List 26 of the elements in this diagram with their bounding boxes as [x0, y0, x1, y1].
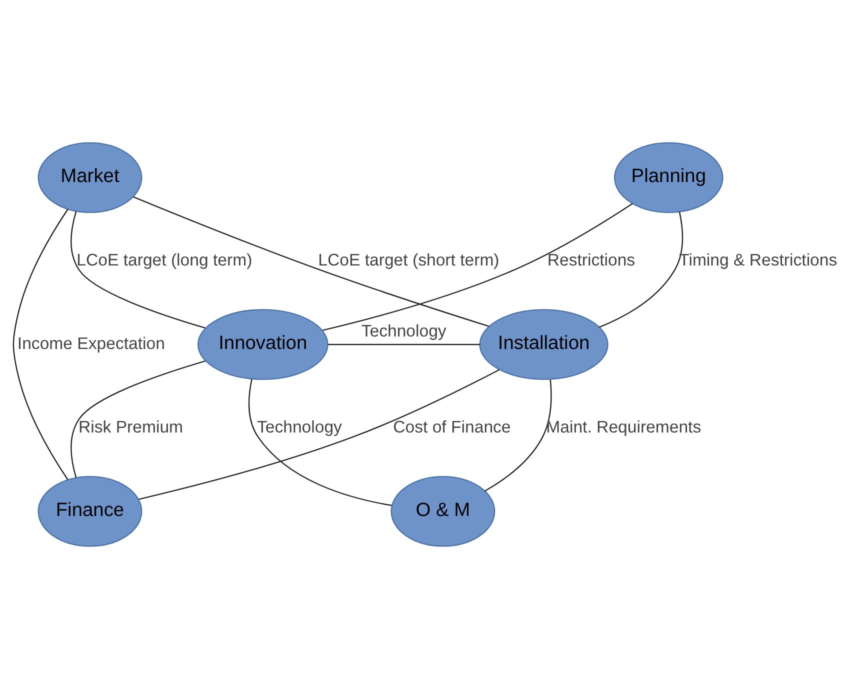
node-ellipse: Innovation [197, 309, 328, 380]
edge-label: Cost of Finance [393, 417, 511, 436]
connector [133, 196, 490, 327]
node-ellipse: Planning [614, 142, 724, 214]
connector [322, 203, 633, 331]
connector [138, 369, 500, 500]
edge-label: Timing & Restrictions [679, 250, 838, 270]
edge-label: Technology [256, 417, 342, 436]
edge-label: LCoE target (long term) [76, 250, 252, 270]
node-ellipse: Finance [38, 476, 142, 547]
node-ellipse: O & M [390, 476, 496, 547]
connector [328, 344, 480, 346]
connector [70, 360, 206, 478]
edge-label: Restrictions [547, 250, 636, 270]
connector [599, 212, 684, 328]
edge-label: Income Expectation [17, 334, 165, 353]
node-ellipse: Installation [479, 309, 608, 380]
connector [12, 208, 68, 480]
edge-label: Technology [361, 321, 446, 340]
edge-label: Maint. Requirements [546, 417, 702, 436]
connector [248, 379, 392, 506]
connector [484, 379, 552, 492]
edge-label: Risk Premium [78, 417, 184, 436]
node-ellipse: Market [38, 142, 142, 214]
edge-label: LCoE target (short term) [318, 250, 500, 270]
connector [70, 211, 206, 329]
